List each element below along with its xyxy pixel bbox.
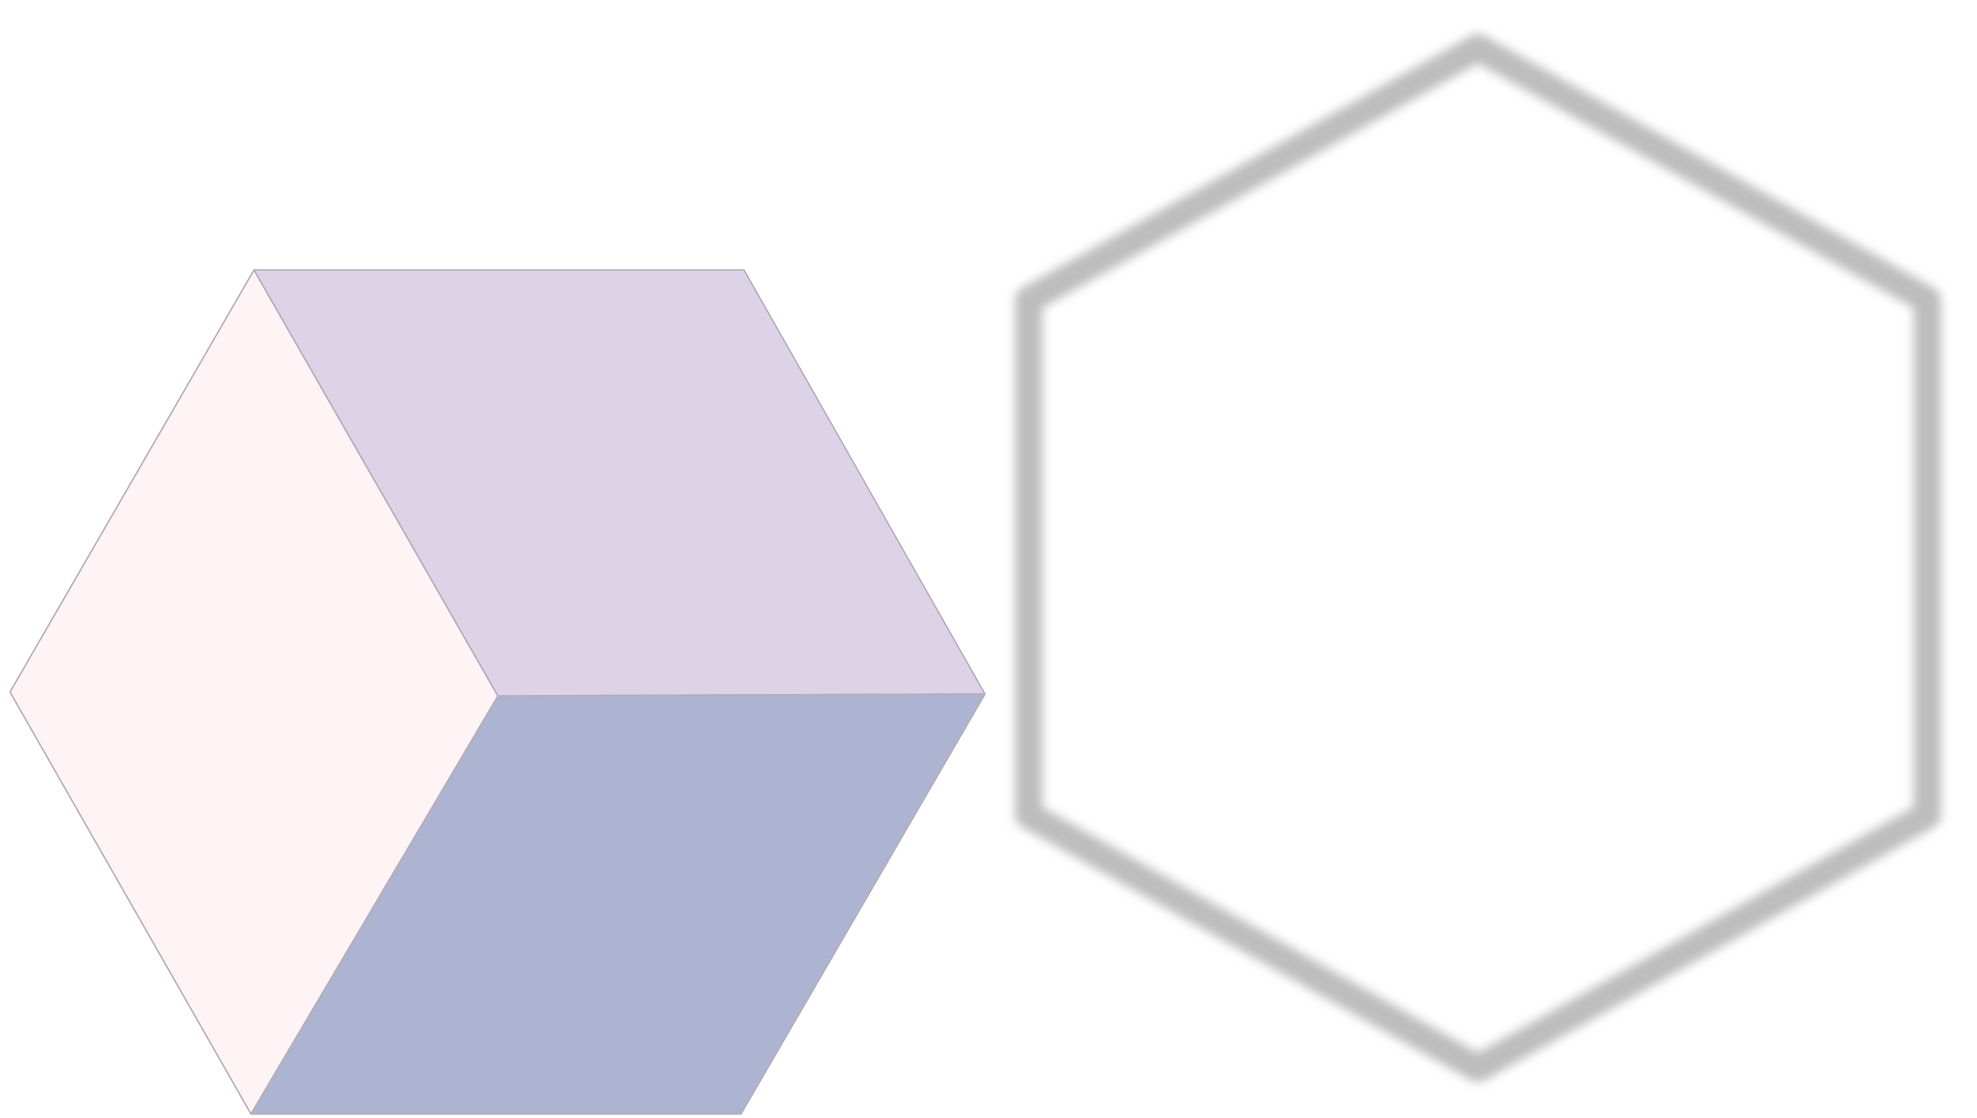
hexagon-outline <box>1015 34 1941 1082</box>
hexagon-outline-icon <box>1015 34 1941 1082</box>
isometric-cube-icon <box>9 269 986 1115</box>
cube-bottom-right-face <box>250 693 986 1115</box>
